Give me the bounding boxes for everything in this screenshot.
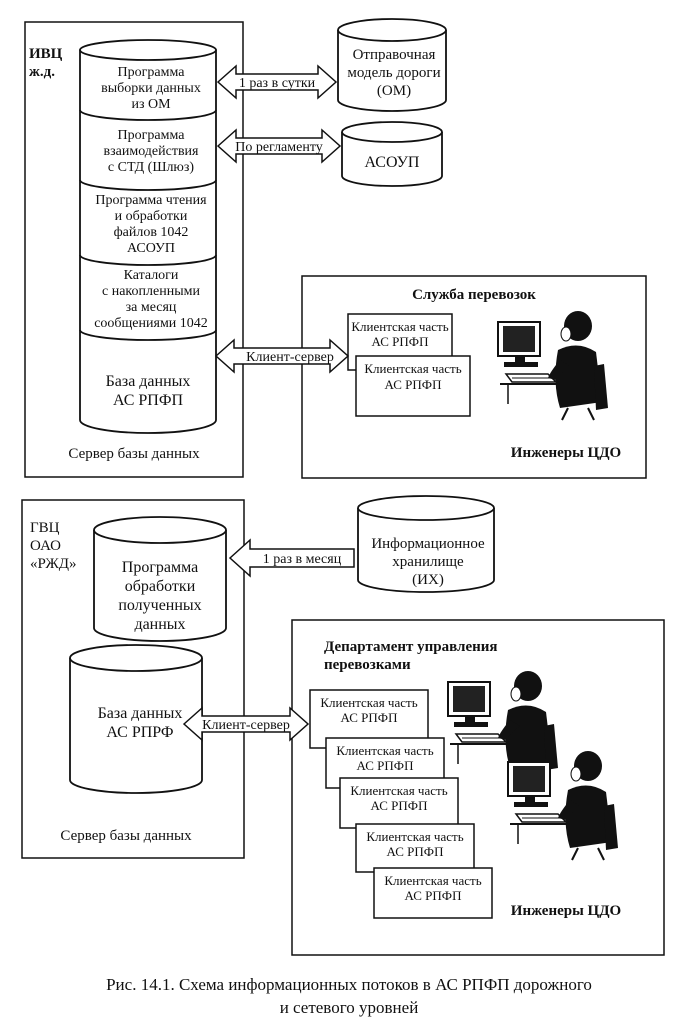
- service-client-1-line2: АС РПФП: [372, 334, 429, 349]
- program-line2: обработки: [125, 578, 196, 595]
- department-frame: [291, 619, 665, 956]
- caption-line1: Рис. 14.1. Схема информационных потоков …: [106, 975, 592, 994]
- top-label-line1: ИВЦ: [29, 46, 63, 62]
- om-line3: (ОМ): [377, 83, 411, 99]
- service-engineers: Инженеры ЦДО: [511, 445, 621, 461]
- stack-item-4-line4: сообщениями 1042: [94, 316, 208, 331]
- stack-item-3-line1: Программа чтения: [95, 193, 207, 208]
- om-line1: Отправочная: [353, 47, 436, 63]
- service-title: Служба перевозок: [412, 287, 536, 303]
- service-frame: [301, 275, 647, 479]
- service-client-2-line2: АС РПФП: [385, 377, 442, 392]
- om-arrow-label: 1 раз в сутки: [239, 76, 316, 91]
- stack-item-3-line2: и обработки: [115, 209, 188, 224]
- top-cylinder-stack: [79, 39, 217, 434]
- top-server-frame: [24, 21, 244, 478]
- stack-item-2-line3: с СТД (Шлюз): [108, 160, 195, 175]
- asoup-cylinder: [341, 121, 443, 187]
- program-line3: полученных: [118, 597, 201, 614]
- ih-arrow: [228, 538, 355, 578]
- program-line4: данных: [134, 616, 185, 633]
- stack-item-4-line2: с накопленными: [102, 284, 200, 299]
- dept-client-1-line2: АС РПФП: [341, 710, 398, 725]
- stack-item-4-line1: Каталоги: [124, 268, 179, 283]
- ih-cylinder: [357, 495, 495, 593]
- bottom-cs-double-arrow: [182, 706, 310, 742]
- ih-line3: (ИХ): [412, 572, 444, 588]
- om-double-arrow: [216, 64, 338, 100]
- stack-item-1-line2: выборки данных: [101, 81, 201, 96]
- dept-client-4: [355, 823, 475, 873]
- bottom-db-line2: АС РПРФ: [106, 724, 173, 741]
- stack-item-3-line3: файлов 1042: [114, 225, 189, 240]
- stack-item-5-line1: База данных: [106, 373, 191, 390]
- stack-item-2-line1: Программа: [118, 128, 186, 143]
- service-client-2: [355, 355, 471, 417]
- ih-arrow-label: 1 раз в месяц: [263, 552, 342, 567]
- bottom-label-line2: ОАО: [30, 538, 61, 554]
- bottom-server-frame: [21, 499, 245, 859]
- asoup-arrow-label: По регламенту: [235, 140, 323, 155]
- dept-client-5-line1: Клиентская часть: [384, 873, 481, 888]
- dept-client-5: [373, 867, 493, 919]
- engineer-figure-top: [497, 310, 609, 421]
- om-line2: модель дороги: [347, 65, 440, 81]
- dept-client-3-line1: Клиентская часть: [350, 783, 447, 798]
- dept-client-2-line2: АС РПФП: [357, 758, 414, 773]
- stack-item-4-line3: за месяц: [126, 300, 177, 315]
- program-line1: Программа: [122, 559, 198, 576]
- dept-client-2-line1: Клиентская часть: [336, 743, 433, 758]
- bottom-db-line1: База данных: [98, 705, 183, 722]
- department-title-line2: перевозками: [324, 657, 411, 673]
- top-label-line2: ж.д.: [29, 64, 55, 80]
- service-client-1-line1: Клиентская часть: [351, 319, 448, 334]
- dept-client-5-line2: АС РПФП: [405, 888, 462, 903]
- dept-client-1-line1: Клиентская часть: [320, 695, 417, 710]
- bottom-label-line3: «РЖД»: [30, 556, 77, 572]
- department-title-line1: Департамент управления: [324, 639, 498, 655]
- asoup-double-arrow: [216, 128, 342, 164]
- bottom-label-line1: ГВЦ: [30, 520, 60, 536]
- dept-client-3-line2: АС РПФП: [371, 798, 428, 813]
- top-cs-double-arrow: [214, 338, 350, 374]
- bottom-server-caption: Сервер базы данных: [60, 828, 192, 844]
- dept-client-4-line1: Клиентская часть: [366, 829, 463, 844]
- stack-item-1-line1: Программа: [118, 65, 186, 80]
- top-server-caption: Сервер базы данных: [68, 446, 200, 462]
- dept-client-3: [339, 777, 459, 829]
- asoup-label: АСОУП: [365, 154, 420, 171]
- engineer-figure-bottom-2: [507, 750, 619, 861]
- dept-client-4-line2: АС РПФП: [387, 844, 444, 859]
- om-cylinder: [337, 18, 447, 112]
- top-cs-label: Клиент-сервер: [246, 350, 334, 365]
- caption-line2: и сетевого уровней: [280, 998, 419, 1017]
- program-cylinder: [93, 516, 227, 642]
- department-engineers: Инженеры ЦДО: [511, 903, 621, 919]
- stack-item-2-line2: взаимодействия: [103, 144, 199, 159]
- stack-item-3-line4: АСОУП: [127, 241, 175, 256]
- service-client-2-line1: Клиентская часть: [364, 361, 461, 376]
- stack-item-1-line3: из ОМ: [131, 97, 171, 112]
- ih-line2: хранилище: [392, 554, 464, 570]
- stack-item-5-line2: АС РПФП: [113, 392, 184, 409]
- bottom-db-cylinder: [69, 644, 203, 794]
- bottom-cs-label: Клиент-сервер: [202, 718, 290, 733]
- ih-line1: Информационное: [371, 536, 485, 552]
